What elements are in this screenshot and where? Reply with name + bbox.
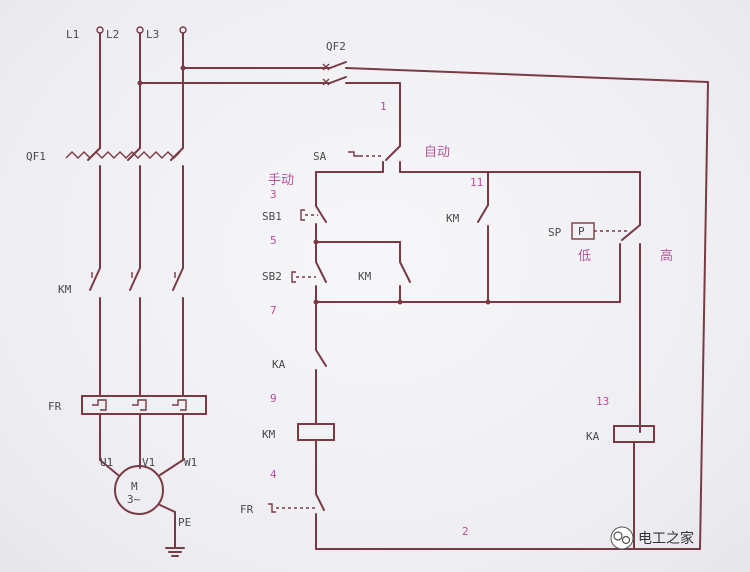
km-auto-contact	[477, 171, 489, 303]
sp-pressure-switch	[571, 171, 641, 433]
fr-main-label: FR	[48, 400, 62, 413]
sp-box-label: P	[578, 225, 585, 238]
auto-label: 自动	[424, 145, 450, 160]
high-label: 高	[660, 248, 673, 264]
km-main-contacts	[89, 267, 184, 396]
pe-label: PE	[178, 516, 191, 529]
sb1-label: SB1	[262, 210, 282, 223]
l2-label: L2	[106, 28, 119, 41]
motor-v: V1	[142, 456, 155, 469]
node-9: 9	[270, 392, 277, 405]
l1-label: L1	[66, 28, 79, 41]
control-circuit	[268, 61, 709, 550]
node-5: 5	[270, 234, 277, 247]
node-7: 7	[270, 304, 277, 317]
node-13: 13	[596, 395, 609, 408]
sb2-start-button	[291, 261, 327, 303]
sp-label: SP	[548, 226, 562, 239]
sa-selector-switch	[315, 145, 641, 173]
l3-label: L3	[146, 28, 159, 41]
km-main-label: KM	[58, 283, 72, 296]
ka-coil	[613, 425, 655, 443]
fr-contact	[268, 493, 325, 550]
manual-label: 手动	[268, 173, 294, 188]
ka-coil-label: KA	[586, 430, 600, 443]
motor-label: M	[131, 480, 138, 493]
ka-contact-label: KA	[272, 358, 286, 371]
sb2-label: SB2	[262, 270, 282, 283]
sb1-stop-button	[300, 205, 327, 243]
ka-contact	[315, 349, 327, 425]
km-hold-contact	[399, 261, 411, 303]
km-auto-label: KM	[446, 212, 460, 225]
node-3: 3	[270, 188, 277, 201]
node-2: 2	[462, 525, 469, 538]
node-1: 1	[380, 100, 387, 113]
low-label: 低	[578, 249, 591, 264]
motor-u: U1	[100, 456, 113, 469]
power-lines	[65, 26, 319, 557]
labels: L1 L2 L3 QF2 QF1 KM FR SA SB1 SB2 KM KM …	[26, 28, 673, 538]
fr-contact-label: FR	[240, 503, 254, 516]
km-coil-label: KM	[262, 428, 276, 441]
fr-thermal-relay	[81, 395, 207, 461]
node-11: 11	[470, 176, 483, 189]
watermark: 电工之家	[610, 526, 694, 550]
watermark-text: 电工之家	[638, 530, 694, 547]
km-hold-label: KM	[358, 270, 372, 283]
motor-phases: 3~	[127, 493, 141, 506]
motor	[99, 459, 185, 557]
qf1-label: QF1	[26, 150, 46, 163]
km-coil	[297, 423, 335, 441]
motor-w: W1	[184, 456, 197, 469]
qf1-breaker	[65, 147, 184, 269]
node-4: 4	[270, 468, 277, 481]
qf2-label: QF2	[326, 40, 346, 53]
sa-label: SA	[313, 150, 327, 163]
